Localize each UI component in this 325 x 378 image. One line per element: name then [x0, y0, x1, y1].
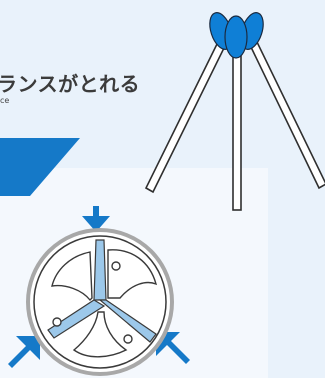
swab-tips: [209, 12, 264, 59]
three-cotton-swabs-tripod: [144, 40, 325, 211]
hexagonal-cross-section-diagram: [26, 228, 174, 376]
headline-text: ランスがとれる: [0, 72, 141, 96]
down-triangle-icon: [0, 138, 80, 196]
subheadline-text: ce: [0, 96, 10, 105]
